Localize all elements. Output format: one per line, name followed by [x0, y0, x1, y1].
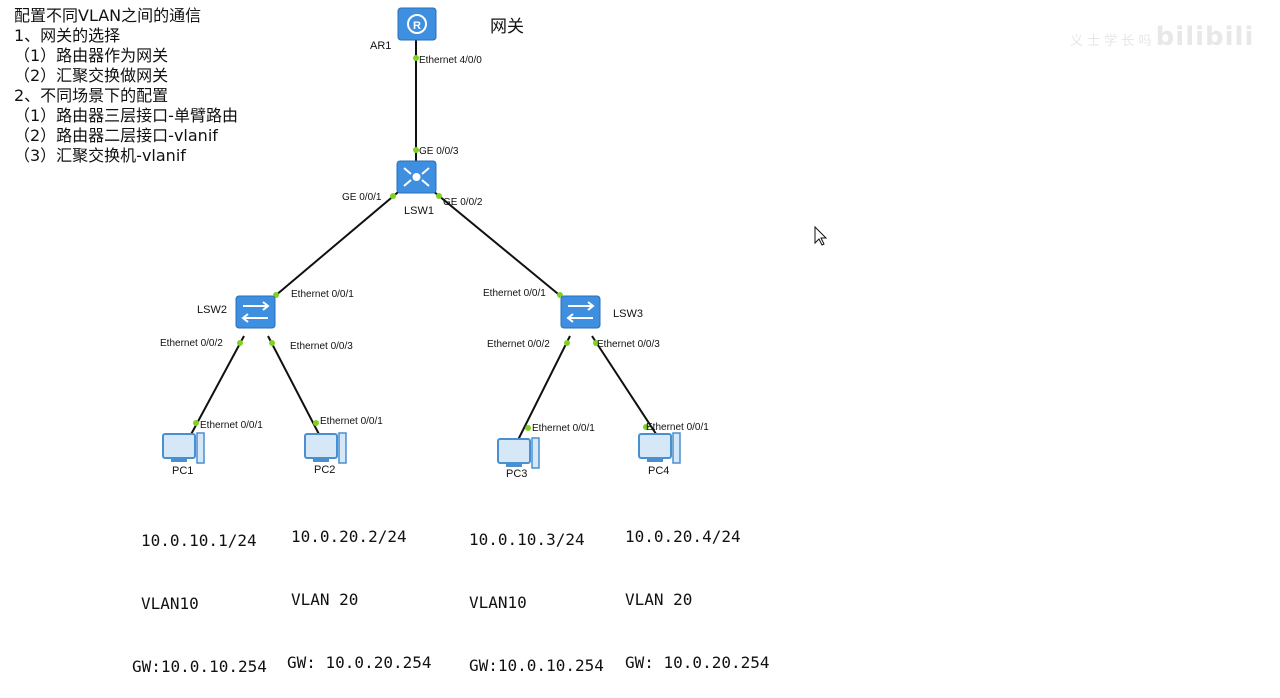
- mouse-cursor-icon: [814, 225, 828, 246]
- port-dot: [413, 147, 419, 153]
- device-label-pc1: PC1: [172, 465, 193, 477]
- port-dots: [193, 55, 649, 431]
- gateway-title: 网关: [490, 17, 524, 37]
- pc3-info: 10.0.10.3/24 VLAN10 GW:10.0.10.254: [469, 487, 604, 697]
- port-label: Ethernet 0/0/2: [487, 339, 550, 350]
- pc2-gateway: GW: 10.0.20.254: [287, 653, 432, 672]
- device-label-lsw3: LSW3: [613, 308, 643, 320]
- core-switch-icon: [403, 167, 430, 187]
- pc3-gateway: GW:10.0.10.254: [469, 656, 604, 675]
- switch-lsw2[interactable]: [235, 295, 276, 329]
- notes-title: 配置不同VLAN之间的通信: [14, 6, 202, 25]
- link-lsw1-lsw2: [255, 176, 417, 313]
- port-label: Ethernet 0/0/1: [291, 289, 354, 300]
- device-label-lsw1: LSW1: [404, 205, 434, 217]
- notes-line: 1、网关的选择: [14, 26, 121, 45]
- port-label: Ethernet 0/0/1: [320, 416, 383, 427]
- pc1-vlan: VLAN10: [141, 594, 199, 613]
- pc-pc3[interactable]: [497, 437, 540, 469]
- notes-line: （1）路由器三层接口-单臂路由: [14, 106, 238, 125]
- port-dot: [313, 420, 319, 426]
- port-label: Ethernet 4/0/0: [419, 55, 482, 66]
- port-dot: [269, 340, 275, 346]
- port-dot: [593, 340, 599, 346]
- link-lsw2-pc2: [267, 335, 323, 441]
- port-dot: [237, 340, 243, 346]
- switch-arrows-icon: [566, 301, 595, 323]
- port-label: GE 0/0/3: [419, 146, 459, 157]
- notes-line: 2、不同场景下的配置: [14, 86, 169, 105]
- port-label: Ethernet 0/0/2: [160, 338, 223, 349]
- pc1-ip: 10.0.10.1/24: [141, 531, 257, 550]
- port-dot: [525, 425, 531, 431]
- router-ar1[interactable]: R: [397, 7, 437, 41]
- bilibili-logo: bilibili: [1155, 22, 1255, 52]
- pc-monitor-icon: [304, 433, 338, 459]
- pc1-info: 10.0.10.1/24 VLAN10 GW:10.0.10.254: [132, 488, 267, 698]
- pc-pc1[interactable]: [162, 432, 205, 464]
- pc2-ip: 10.0.20.2/24: [291, 527, 407, 546]
- link-lsw3-pc4: [591, 335, 661, 441]
- watermark: 义 士 学 长 吗 bilibili: [1070, 22, 1254, 52]
- pc4-info: 10.0.20.4/24 VLAN 20 GW: 10.0.20.254: [625, 484, 770, 694]
- link-lsw1-lsw3: [415, 176, 581, 313]
- device-label-lsw2: LSW2: [197, 304, 227, 316]
- switch-lsw1[interactable]: [396, 160, 437, 194]
- notes-line: （3）汇聚交换机-vlanif: [14, 146, 186, 165]
- watermark-text: 义 士 学 长 吗: [1070, 34, 1152, 49]
- port-dot: [643, 424, 649, 430]
- port-dot: [436, 193, 442, 199]
- pc-monitor-icon: [497, 438, 531, 464]
- pc3-vlan: VLAN10: [469, 593, 527, 612]
- notes-line: （1）路由器作为网关: [14, 46, 169, 65]
- switch-lsw3[interactable]: [560, 295, 601, 329]
- port-dot: [413, 55, 419, 61]
- links: [187, 40, 661, 441]
- topology-canvas: R AR1 LSW1 LSW2 LSW3 PC1: [160, 7, 828, 480]
- router-icon: [407, 14, 427, 34]
- port-dot: [193, 420, 199, 426]
- device-label-pc4: PC4: [648, 465, 669, 477]
- port-dot: [564, 340, 570, 346]
- port-label: Ethernet 0/0/1: [532, 423, 595, 434]
- port-label: Ethernet 0/0/1: [646, 422, 709, 433]
- pc4-vlan: VLAN 20: [625, 590, 693, 609]
- device-label-pc2: PC2: [314, 464, 335, 476]
- link-lsw3-pc3: [517, 335, 571, 441]
- port-label: Ethernet 0/0/1: [200, 420, 263, 431]
- svg-text:R: R: [413, 20, 421, 32]
- notes-line: （2）路由器二层接口-vlanif: [14, 126, 218, 145]
- notes-line: （2）汇聚交换做网关: [14, 66, 169, 85]
- port-label: GE 0/0/1: [342, 192, 382, 203]
- pc3-ip: 10.0.10.3/24: [469, 530, 585, 549]
- port-label: GE 0/0/2: [443, 197, 483, 208]
- pc-pc2[interactable]: [304, 432, 347, 464]
- notes-panel: 配置不同VLAN之间的通信 1、网关的选择 （1）路由器作为网关 （2）汇聚交换…: [14, 6, 238, 166]
- pc2-vlan: VLAN 20: [291, 590, 359, 609]
- port-label: Ethernet 0/0/3: [290, 341, 353, 352]
- switch-arrows-icon: [241, 301, 270, 323]
- pc-pc4[interactable]: [638, 432, 681, 464]
- pc4-gateway: GW: 10.0.20.254: [625, 653, 770, 672]
- port-label: Ethernet 0/0/3: [597, 339, 660, 350]
- device-label-pc3: PC3: [506, 468, 527, 480]
- port-dot: [390, 193, 396, 199]
- device-label-ar1: AR1: [370, 40, 391, 52]
- port-label: Ethernet 0/0/1: [483, 288, 546, 299]
- pc4-ip: 10.0.20.4/24: [625, 527, 741, 546]
- pc1-gateway: GW:10.0.10.254: [132, 657, 267, 676]
- pc-monitor-icon: [162, 433, 196, 459]
- pc-monitor-icon: [638, 433, 672, 459]
- pc2-info: 10.0.20.2/24 VLAN 20 GW: 10.0.20.254: [287, 484, 432, 694]
